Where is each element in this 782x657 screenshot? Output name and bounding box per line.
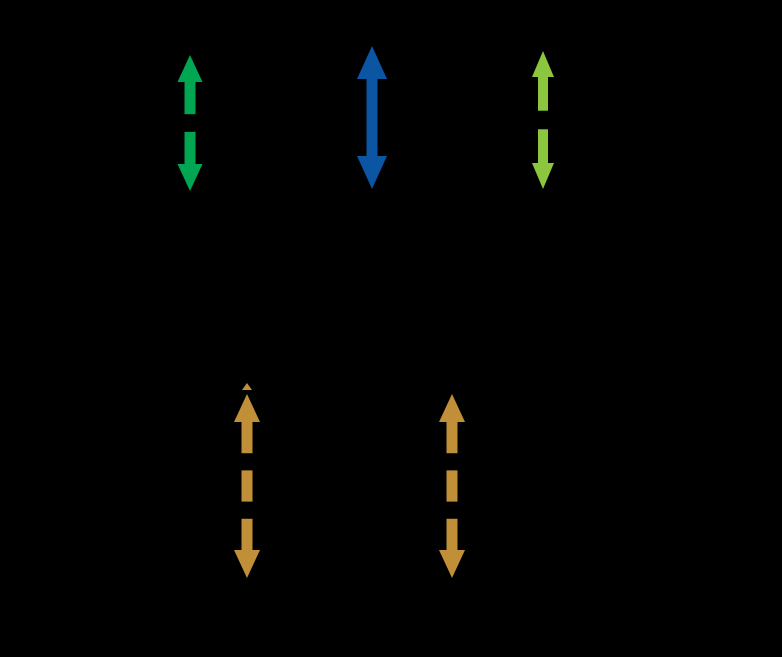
arrow-green-dashed-double-arrow — [177, 55, 203, 191]
arrow-group-lower-row — [234, 383, 465, 578]
arrow-shaft-dash — [184, 131, 196, 164]
arrow-light-green-dashed-double-arrow — [532, 51, 554, 189]
arrow-group-upper-row — [177, 46, 554, 191]
arrow-blue-solid-double-arrow — [357, 46, 387, 189]
arrow-shaft-dash — [446, 518, 458, 550]
arrowhead-up — [177, 55, 203, 82]
arrow-shaft-dash — [241, 470, 253, 502]
arrow-detached-tip — [242, 383, 252, 390]
arrowhead-up — [439, 394, 465, 422]
arrow-shaft-dash — [184, 82, 196, 115]
arrow-gold-dashed-double-arrow-right — [439, 394, 465, 578]
arrowhead-down — [177, 164, 203, 191]
arrowhead-down — [532, 163, 554, 189]
arrowhead-up — [234, 394, 260, 422]
arrow-shaft-dash — [538, 129, 548, 163]
arrow-shaft-dash — [241, 422, 253, 454]
arrowhead-down — [357, 156, 387, 189]
arrowhead-up — [357, 46, 387, 79]
arrow-shaft-dash — [538, 77, 548, 111]
arrow-shaft-dash — [446, 470, 458, 502]
arrowhead-down — [234, 550, 260, 578]
arrowhead-up — [532, 51, 554, 77]
arrow-gold-dashed-double-arrow-left — [234, 383, 260, 578]
arrowhead-down — [439, 550, 465, 578]
arrow-shaft-dash — [241, 518, 253, 550]
arrow-shaft-dash — [446, 422, 458, 454]
arrow-shaft-solid — [366, 79, 378, 156]
